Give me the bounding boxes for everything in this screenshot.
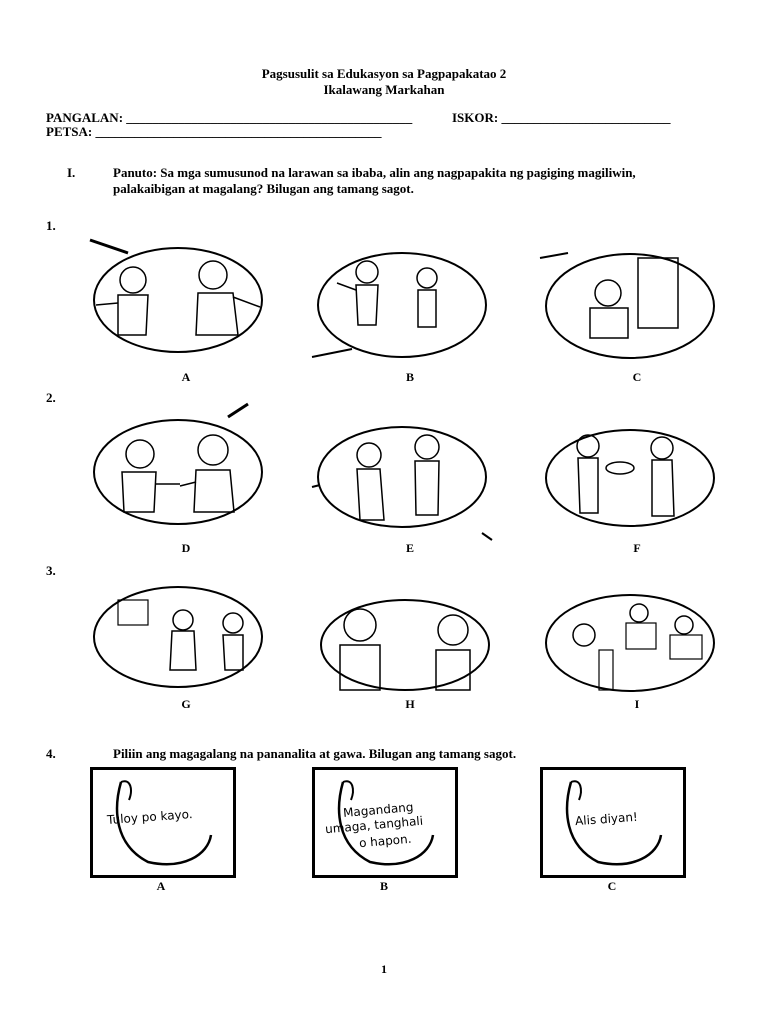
speech-card-a[interactable]: Tuloy po kayo.: [90, 767, 236, 878]
picture-h[interactable]: [318, 599, 498, 695]
score-field[interactable]: ISKOR: __________________________: [452, 110, 671, 125]
speech-card-b[interactable]: Magandang umaga, tanghali o hapon.: [312, 767, 458, 878]
test-title: Pagsusulit sa Edukasyon sa Pagpapakatao …: [261, 66, 507, 81]
option-d[interactable]: D: [181, 541, 191, 555]
date-field[interactable]: PETSA: _________________________________…: [46, 124, 382, 139]
option-g[interactable]: G: [181, 697, 191, 711]
option-f[interactable]: F: [633, 541, 641, 555]
page-number: 1: [381, 962, 387, 976]
question-4-number: 4.: [46, 746, 56, 761]
quarter-subtitle: Ikalawang Markahan: [323, 82, 445, 97]
question-1-number: 1.: [46, 218, 56, 233]
instruction-line-1: Panuto: Sa mga sumusunod na larawan sa i…: [113, 165, 636, 180]
option-e[interactable]: E: [405, 541, 414, 555]
picture-b[interactable]: [311, 245, 492, 365]
question-4-prompt: Piliin ang magagalang na pananalita at g…: [113, 746, 517, 761]
card-letter-c[interactable]: C: [607, 879, 617, 893]
card-letter-b[interactable]: B: [379, 879, 388, 893]
speech-card-c[interactable]: Alis diyan!: [540, 767, 686, 878]
question-2-number: 2.: [46, 390, 56, 405]
option-a[interactable]: A: [181, 370, 191, 384]
card-letter-a[interactable]: A: [156, 879, 166, 893]
picture-i[interactable]: [544, 594, 724, 695]
picture-a[interactable]: [88, 235, 268, 365]
picture-g[interactable]: [88, 585, 268, 695]
option-i[interactable]: I: [634, 697, 640, 711]
option-h[interactable]: H: [405, 697, 415, 711]
picture-d[interactable]: [88, 402, 268, 532]
picture-e[interactable]: [311, 425, 493, 541]
eggplant-icon: [565, 780, 663, 866]
eggplant-icon: [115, 780, 213, 866]
picture-c[interactable]: [539, 248, 720, 368]
section-numeral: I.: [67, 165, 76, 180]
eggplant-icon: [337, 780, 435, 866]
question-3-number: 3.: [46, 563, 56, 578]
option-c[interactable]: C: [632, 370, 642, 384]
option-b[interactable]: B: [405, 370, 414, 384]
instruction-line-2: palakaibigan at magalang? Bilugan ang ta…: [113, 181, 414, 196]
name-field[interactable]: PANGALAN: ______________________________…: [46, 110, 413, 125]
picture-f[interactable]: [540, 428, 720, 538]
